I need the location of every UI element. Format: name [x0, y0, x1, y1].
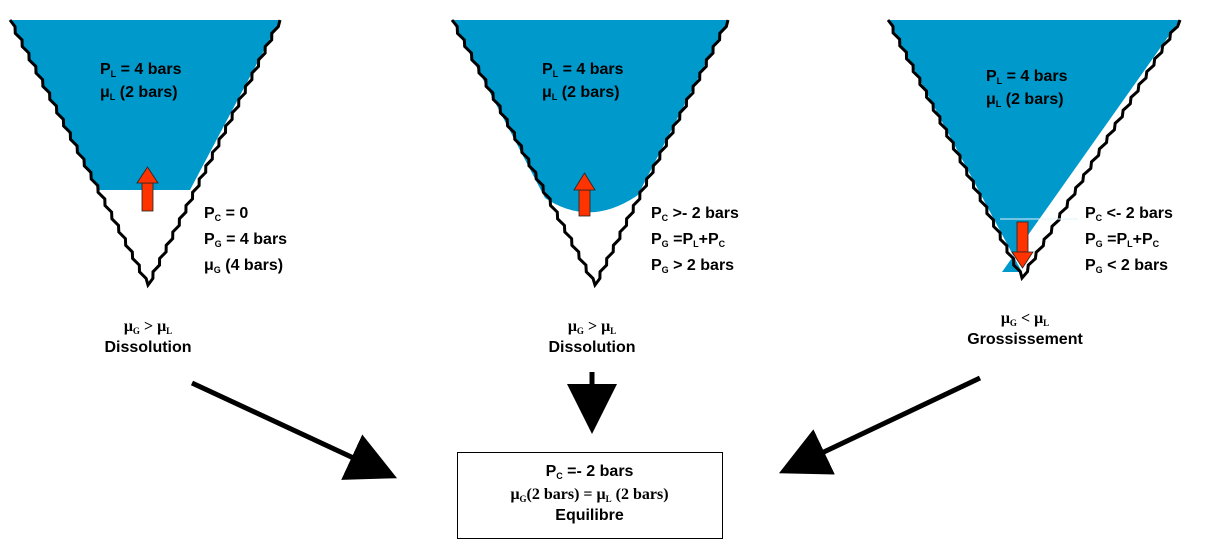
cone-3-pg-line: PG =PL+PC	[1085, 229, 1173, 255]
cone-1-capillary-lines: PC = 0 PG = 4 bars μG (4 bars)	[204, 203, 287, 281]
cone-3-pc-line: PC <- 2 bars	[1085, 203, 1173, 229]
cone-3-liquid-potential: μL (2 bars)	[986, 89, 1064, 115]
cone-2-pc-line: PC >- 2 bars	[651, 203, 739, 229]
cone-2-capillary-lines: PC >- 2 bars PG =PL+PC PG > 2 bars	[651, 203, 739, 281]
cone-3-pg-value-line: PG < 2 bars	[1085, 255, 1173, 281]
cone-2-pg-line: PG =PL+PC	[651, 229, 739, 255]
arrow-right-to-equilibrium	[788, 378, 980, 469]
equilibrium-title: Equilibre	[458, 505, 721, 527]
cone-1-pg-line: PG = 4 bars	[204, 229, 287, 255]
cone-2-pg-value-line: PG > 2 bars	[651, 255, 739, 281]
cone-1-process: Dissolution	[88, 337, 208, 359]
cone-1-mug-line: μG (4 bars)	[204, 255, 287, 281]
cone-1-liquid-potential: μL (2 bars)	[100, 82, 178, 108]
cone-1-pc-line: PC = 0	[204, 203, 287, 229]
equilibrium-box: PC =- 2 bars μG(2 bars) = μL (2 bars) Eq…	[457, 452, 723, 539]
cone-2-process: Dissolution	[532, 337, 652, 359]
cone-2-liquid-potential: μL (2 bars)	[542, 82, 620, 108]
arrow-left-to-equilibrium	[192, 383, 388, 474]
cone-3-process: Grossissement	[955, 329, 1095, 351]
cone-3-capillary-lines: PC <- 2 bars PG =PL+PC PG < 2 bars	[1085, 203, 1173, 281]
